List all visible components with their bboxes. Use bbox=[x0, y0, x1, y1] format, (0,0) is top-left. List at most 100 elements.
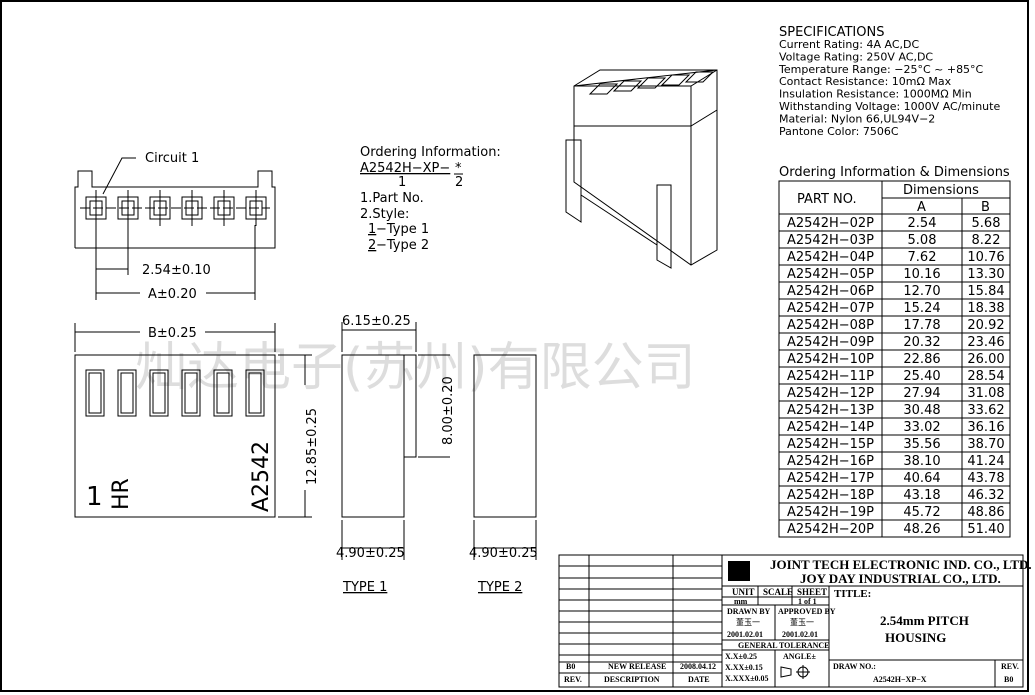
mark-part-number: A2542 bbox=[249, 441, 274, 512]
dim-a-cell: 45.72 bbox=[903, 505, 940, 520]
watermark: 灿达电子(苏州)有限公司 bbox=[135, 338, 696, 398]
part-no-cell: A2542H−06P bbox=[787, 284, 874, 299]
company-name-2: JOY DAY INDUSTRIAL CO., LTD. bbox=[800, 571, 1001, 586]
iso-cavity bbox=[660, 74, 691, 86]
spec-line: Pantone Color: 7506C bbox=[779, 125, 899, 138]
dim-b-cell: 38.70 bbox=[967, 437, 1004, 452]
part-no-cell: A2542H−02P bbox=[787, 216, 874, 231]
unit-label: UNIT bbox=[732, 587, 755, 597]
dim-a-cell: 40.64 bbox=[903, 471, 940, 486]
drawn-date: 2001.02.01 bbox=[727, 630, 763, 639]
angle-label: ANGLE± bbox=[783, 652, 816, 661]
dim-a-cell: 48.26 bbox=[903, 522, 940, 537]
type2-text: −Type 2 bbox=[376, 238, 429, 253]
dim-a-cell: 17.78 bbox=[903, 318, 940, 333]
dim-a-cell: 35.56 bbox=[903, 437, 940, 452]
company-logo bbox=[728, 561, 750, 581]
height-dimension: 12.85±0.25 bbox=[305, 408, 320, 485]
b-dimension: B±0.25 bbox=[148, 326, 197, 341]
projection-symbol-icon bbox=[780, 665, 810, 679]
drawing-title-2: HOUSING bbox=[885, 630, 946, 645]
type1-number: 1 bbox=[368, 222, 376, 237]
dim-a-cell: 33.02 bbox=[903, 420, 940, 435]
rev-label: REV. bbox=[1001, 662, 1019, 671]
a-dimension: A±0.20 bbox=[148, 287, 197, 302]
part-no-cell: A2542H−16P bbox=[787, 454, 874, 469]
part-no-cell: A2542H−19P bbox=[787, 505, 874, 520]
slot bbox=[149, 369, 169, 417]
dim-a-cell: 38.10 bbox=[903, 454, 940, 469]
part-no-cell: A2542H−15P bbox=[787, 437, 874, 452]
general-tolerance: GENERAL TOLERANCE bbox=[738, 641, 830, 650]
scale-label: SCALE bbox=[763, 587, 793, 597]
title-block: JOINT TECH ELECTRONIC IND. CO., LTD. JOY… bbox=[558, 554, 1032, 688]
company-name-1: JOINT TECH ELECTRONIC IND. CO., LTD. bbox=[770, 557, 1032, 572]
dim-b-cell: 5.68 bbox=[972, 216, 1001, 231]
col-part-no: PART NO. bbox=[797, 192, 857, 207]
approved-date: 2001.02.01 bbox=[782, 630, 818, 639]
col-a: A bbox=[917, 200, 926, 215]
tolerance-2: X.XX±0.15 bbox=[725, 663, 763, 672]
dim-b-cell: 48.86 bbox=[967, 505, 1004, 520]
dim-b-cell: 15.84 bbox=[967, 284, 1004, 299]
dim-a-cell: 5.08 bbox=[908, 233, 937, 248]
iso-cavity bbox=[588, 83, 619, 95]
dim-a-cell: 20.32 bbox=[903, 335, 940, 350]
circuit-1-label: Circuit 1 bbox=[145, 151, 199, 166]
type2-number: 2 bbox=[368, 238, 376, 253]
drawing-title-1: 2.54mm PITCH bbox=[880, 613, 969, 628]
ordering-index-2: 2 bbox=[455, 175, 463, 190]
dim-b-cell: 13.30 bbox=[967, 267, 1004, 282]
dimensions-table-title: Ordering Information & Dimensions bbox=[779, 165, 1010, 180]
type-1-label: TYPE 1 bbox=[342, 580, 387, 595]
type-2-view: 4.90±0.25 TYPE 2 bbox=[469, 354, 538, 595]
revision-rev: B0 bbox=[566, 662, 575, 671]
col-b: B bbox=[981, 200, 990, 215]
mark-1: 1 bbox=[86, 482, 103, 512]
spec-line: Current Rating: 4A AC,DC bbox=[779, 38, 919, 51]
part-no-cell: A2542H−09P bbox=[787, 335, 874, 350]
unit-value: mm bbox=[734, 597, 748, 606]
type-2-label: TYPE 2 bbox=[477, 580, 522, 595]
spec-line: Insulation Resistance: 1000MΩ Min bbox=[779, 88, 972, 101]
ordering-title: Ordering Information: bbox=[360, 145, 501, 160]
dim-b-cell: 28.54 bbox=[967, 369, 1004, 384]
spec-line: Withstanding Voltage: 1000V AC/minute bbox=[779, 100, 1000, 113]
drawn-name: 董玉一 bbox=[736, 617, 760, 627]
slot bbox=[213, 369, 233, 417]
tolerance-3: X.XXX±0.05 bbox=[725, 674, 769, 683]
part-no-cell: A2542H−03P bbox=[787, 233, 874, 248]
ordering-star: * bbox=[455, 161, 462, 176]
spec-line: Voltage Rating: 250V AC,DC bbox=[779, 50, 933, 63]
mark-hr: HR bbox=[109, 478, 134, 510]
dim-a-cell: 2.54 bbox=[908, 216, 937, 231]
sheet-label: SHEET bbox=[797, 587, 827, 597]
draw-no: A2542H−XP−X bbox=[873, 675, 927, 684]
tolerance-1: X.X±0.25 bbox=[725, 652, 757, 661]
dim-b-cell: 18.38 bbox=[967, 301, 1004, 316]
dim-a-cell: 22.86 bbox=[903, 352, 940, 367]
part-no-cell: A2542H−08P bbox=[787, 318, 874, 333]
type1-width-dimension: 4.90±0.25 bbox=[336, 546, 405, 561]
slot bbox=[85, 369, 105, 417]
title-label: TITLE: bbox=[834, 588, 871, 600]
dim-a-cell: 25.40 bbox=[903, 369, 940, 384]
specifications-block: SPECIFICATIONS Current Rating: 4A AC,DCV… bbox=[778, 25, 1000, 138]
iso-cavity bbox=[636, 77, 667, 89]
ordering-index-1: 1 bbox=[398, 175, 406, 190]
slot bbox=[245, 369, 265, 417]
ordering-item-2: 2.Style: bbox=[360, 207, 409, 222]
